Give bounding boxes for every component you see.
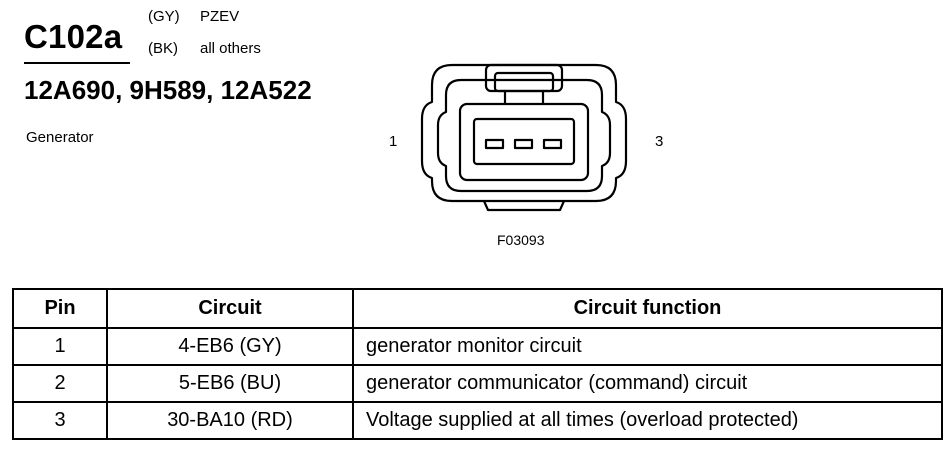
table-row: 2 5-EB6 (BU) generator communicator (com… <box>12 364 943 403</box>
pin-number: 3 <box>12 401 108 440</box>
connector-cavity-block <box>458 102 590 182</box>
circuit-code: 4-EB6 (GY) <box>106 327 354 366</box>
part-numbers: 12A690, 9H589, 12A522 <box>24 75 312 105</box>
pin-number: 2 <box>12 364 108 403</box>
table-row: 3 30-BA10 (RD) Voltage supplied at all t… <box>12 401 943 440</box>
connector-bottom-key <box>482 200 566 212</box>
circuit-code: 30-BA10 (RD) <box>106 401 354 440</box>
terminal-slot-3 <box>542 138 563 150</box>
circuit-function: generator communicator (command) circuit <box>352 364 943 403</box>
component-name: Generator <box>26 129 94 146</box>
connector-id-underline <box>24 62 130 64</box>
connector-face-diagram <box>420 63 628 212</box>
pin-number: 1 <box>12 327 108 366</box>
variant-description: all others <box>200 40 261 57</box>
connector-id: C102a <box>24 18 123 55</box>
pin-label-right: 3 <box>655 133 664 150</box>
variant-description: PZEV <box>200 8 240 25</box>
connector-latch <box>484 63 564 93</box>
figure-code: F03093 <box>497 232 545 248</box>
header-circuit-function: Circuit function <box>352 288 943 329</box>
header-pin: Pin <box>12 288 108 329</box>
variant-color-code: (BK) <box>148 40 178 57</box>
table-row: 1 4-EB6 (GY) generator monitor circuit <box>12 327 943 366</box>
circuit-function: Voltage supplied at all times (overload … <box>352 401 943 440</box>
connector-inner-housing <box>436 78 612 193</box>
circuit-function: generator monitor circuit <box>352 327 943 366</box>
circuit-code: 5-EB6 (BU) <box>106 364 354 403</box>
header-circuit: Circuit <box>106 288 354 329</box>
connector-outer-housing <box>420 63 628 203</box>
table-header-row: Pin Circuit Circuit function <box>12 288 943 329</box>
variant-color-code: (GY) <box>148 8 180 25</box>
terminal-slot-2 <box>513 138 534 150</box>
terminal-slot-1 <box>484 138 505 150</box>
connector-latch-inner <box>493 71 555 93</box>
connector-terminal-area <box>472 117 576 166</box>
pinout-table: Pin Circuit Circuit function 1 4-EB6 (GY… <box>12 288 943 440</box>
pin-label-left: 1 <box>389 133 398 150</box>
